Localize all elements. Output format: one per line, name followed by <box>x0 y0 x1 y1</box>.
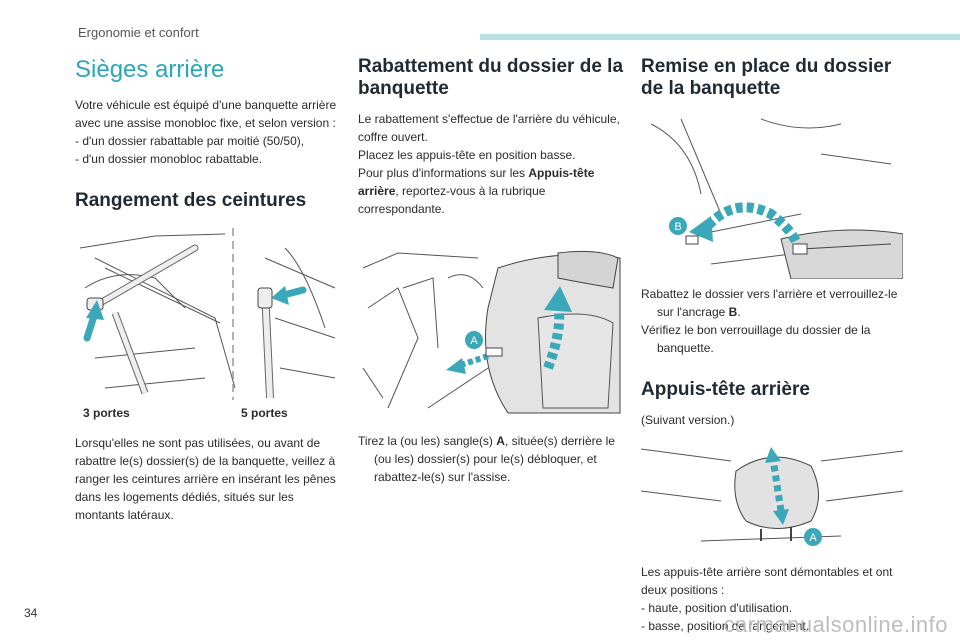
step-fold-back: Rabattez le dossier vers l'arrière et ve… <box>641 286 898 319</box>
headrest-illustration: A <box>641 446 903 546</box>
intro-text: Votre véhicule est équipé d'une banquett… <box>75 98 337 130</box>
folding-illustration: A <box>362 250 621 414</box>
step-pull-strap: Tirez la (ou les) sangle(s) A, située(s)… <box>358 433 615 484</box>
figure-belts <box>75 227 337 400</box>
heading-belts: Rangement des ceintures <box>75 190 307 211</box>
column-reposition: Remise en place du dossier de la banquet… <box>641 56 906 635</box>
headrest-text: Les appuis-tête arrière sont démontables… <box>641 564 893 597</box>
list-item: - haute, position d'utilisation. <box>641 600 793 615</box>
page-title: Sièges arrière <box>75 56 225 83</box>
belts-illustration <box>79 227 336 400</box>
folding-intro: Le rabattement s'effectue de l'arrière d… <box>358 111 620 144</box>
marker-a-label: A <box>809 532 817 544</box>
marker-a <box>804 527 822 546</box>
reposition-illustration: B <box>650 118 903 279</box>
belts-text: Lorsqu'elles ne sont pas utilisées, ou a… <box>75 435 336 522</box>
heading-headrests: Appuis-tête arrière <box>641 378 810 400</box>
caption-row: 3 portes 5 portes <box>75 406 340 420</box>
caption-3-doors: 3 portes <box>83 405 130 420</box>
more-info: Pour plus d'informations sur les Appuis-… <box>358 165 595 216</box>
caption-5-doors: 5 portes <box>241 405 288 420</box>
page-number: 34 <box>24 606 38 620</box>
heading-folding: Rabattement du dossier de la banquette <box>358 56 624 99</box>
marker-b <box>669 216 687 235</box>
section-header: Ergonomie et confort <box>78 25 199 40</box>
marker-a <box>465 330 483 349</box>
figure-headrest: A <box>641 440 903 549</box>
column-folding: Rabattement du dossier de la banquette L… <box>358 56 623 486</box>
bullet-headrests: Placez les appuis-tête en position basse… <box>358 147 576 162</box>
version-note: (Suivant version.) <box>641 412 735 427</box>
watermark: carmanualsonline.info <box>723 612 948 637</box>
marker-a-label: A <box>470 335 478 347</box>
column-rear-seats: Sièges arrière Votre véhicule est équipé… <box>75 56 340 524</box>
list-item: - d'un dossier monobloc rabattable. <box>75 152 263 166</box>
list-item: - basse, position de rangement. <box>641 618 810 633</box>
step-check-lock: Vérifiez le bon verrouillage du dossier … <box>641 322 871 355</box>
heading-reposition: Remise en place du dossier de la banquet… <box>641 56 892 99</box>
figure-folding: A <box>358 247 623 420</box>
header-bar <box>480 34 960 40</box>
marker-b-label: B <box>674 221 681 233</box>
list-item: - d'un dossier rabattable par moitié (50… <box>75 134 305 148</box>
figure-reposition: B <box>641 113 903 279</box>
